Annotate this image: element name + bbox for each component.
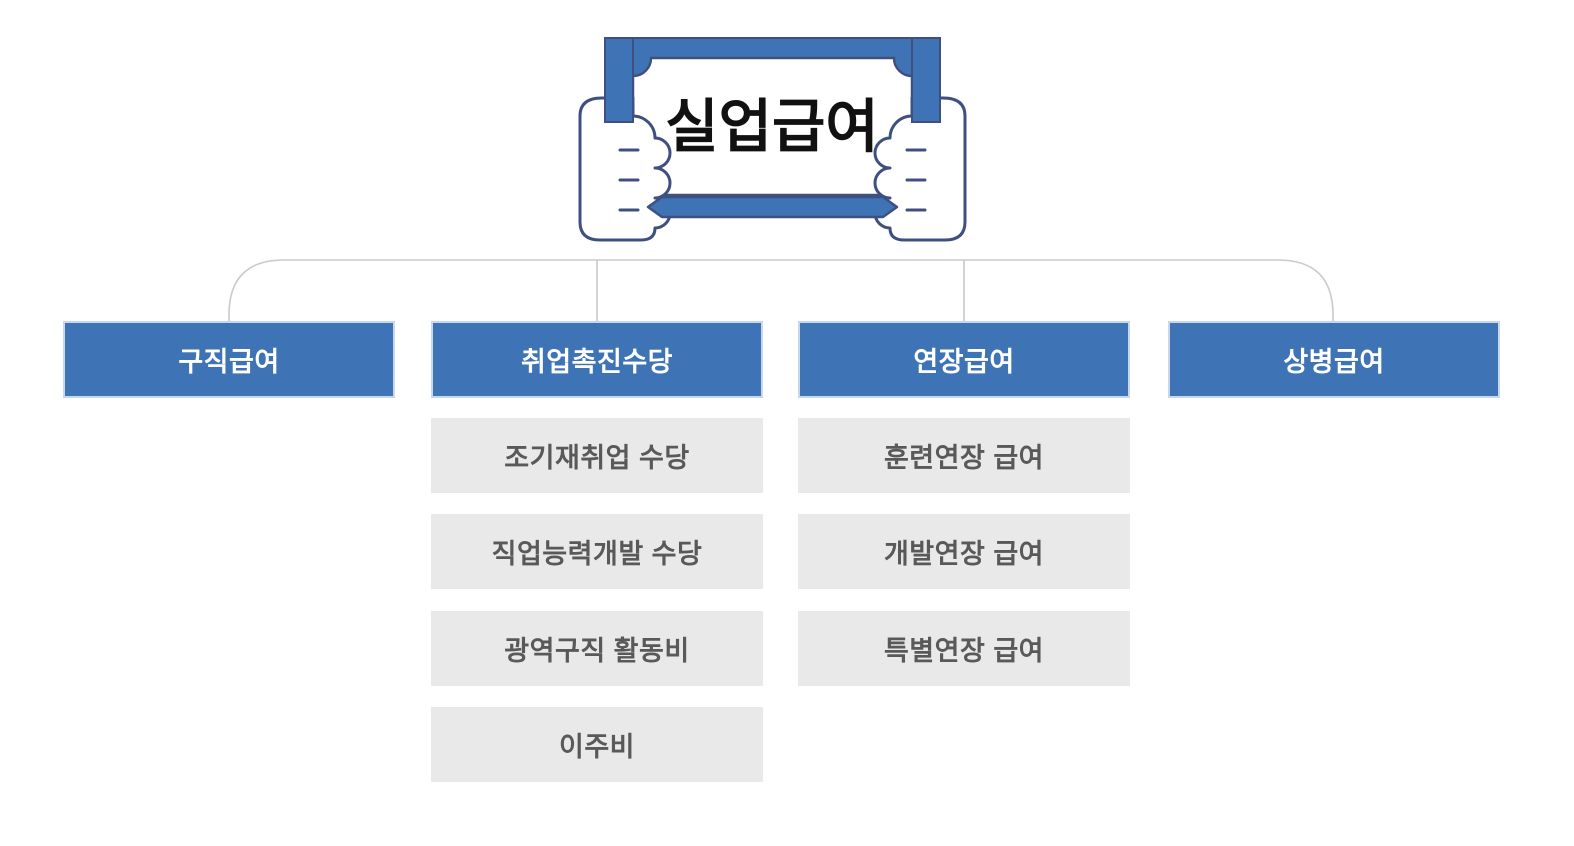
child-box-ijubi: 이주비 (431, 707, 763, 782)
child-box-hullyeon-yeonjang-geupyeo: 훈련연장 급여 (798, 418, 1130, 493)
child-box-gaebal-yeonjang-geupyeo: 개발연장 급여 (798, 514, 1130, 589)
child-box-teukbyeol-yeonjang-geupyeo: 특별연장 급여 (798, 611, 1130, 686)
root-title: 실업급여 (665, 95, 878, 160)
child-box-jikeop-neungnyeok-gaebal-sudang: 직업능력개발 수당 (431, 514, 763, 589)
branch-box-gujik-geupyeo: 구직급여 (63, 321, 395, 398)
hands-holding-certificate-icon: 실업급여 (578, 37, 967, 242)
banner-bottom-bar (646, 195, 899, 219)
child-box-jogi-jaechwieop-sudang: 조기재취업 수당 (431, 418, 763, 493)
branch-box-chwieop-chokjin-sudang: 취업촉진수당 (431, 321, 763, 398)
branch-box-yeonjang-geupyeo: 연장급여 (798, 321, 1130, 398)
banner-frame-left-strip (604, 37, 634, 123)
child-box-gwangyeok-gujik-hwaldongbi: 광역구직 활동비 (431, 611, 763, 686)
left-hand (578, 96, 672, 242)
branch-elbow-line (228, 259, 1334, 321)
branch-box-sangbyeong-geupyeo: 상병급여 (1168, 321, 1500, 398)
banner-frame-right-strip (911, 37, 941, 123)
